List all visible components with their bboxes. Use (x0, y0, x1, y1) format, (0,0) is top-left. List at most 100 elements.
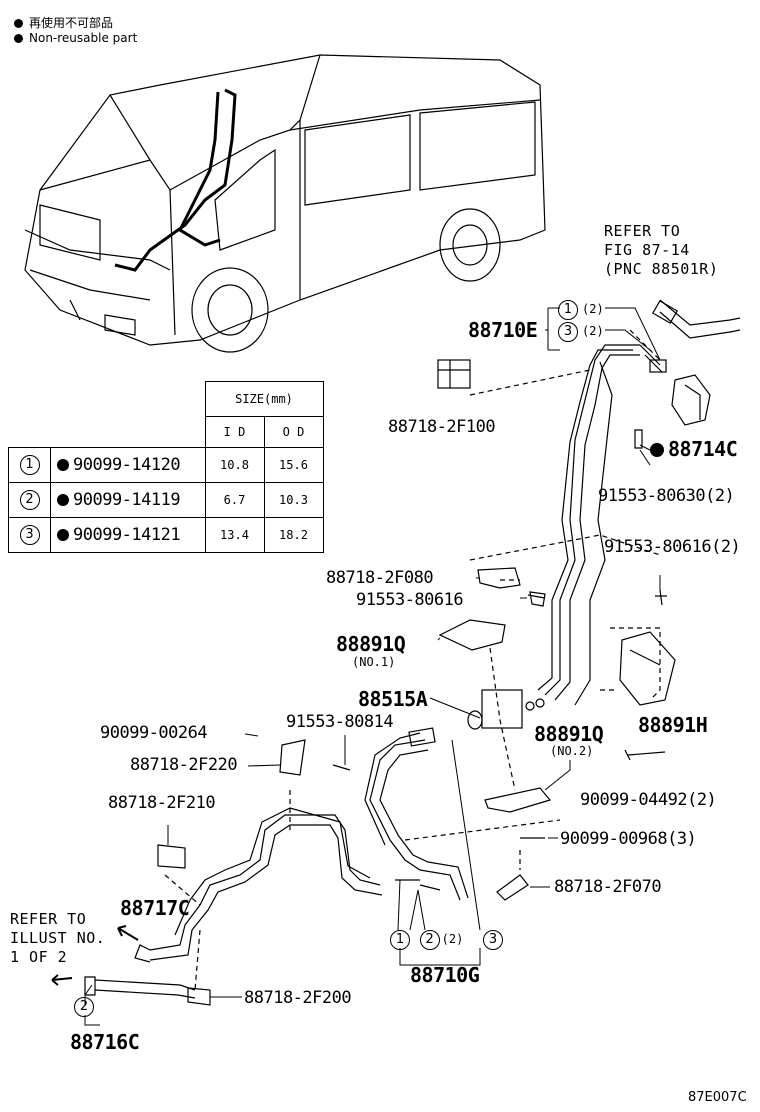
label-88891Q-no1: 88891Q (336, 632, 406, 656)
part-number: 90099-14119 (73, 490, 181, 510)
clip-88718-2F070-shape (496, 874, 529, 901)
label-88710G: 88710G (410, 963, 480, 987)
dashed-leaders (164, 329, 661, 991)
col-id-header: I D (204, 416, 265, 448)
id-value: 13.4 (204, 517, 265, 553)
label-90099-00968: 90099-00968(3) (560, 829, 697, 849)
tube-88710E (537, 344, 667, 706)
label-88891Q-no1-sub: (NO.1) (352, 655, 396, 669)
bolt-91553-80616-shape (527, 591, 546, 607)
illustration-code: 87E007C (688, 1090, 747, 1105)
van-illustration (24, 54, 546, 353)
clamp-88718-2F210-shape (157, 844, 186, 869)
non-reusable-dot-icon (14, 34, 23, 43)
size-table: SIZE(mm) I D O D 1 90099-14120 10.8 15.6… (8, 381, 324, 553)
refer-top: REFER TO FIG 87-14 (PNC 88501R) (604, 222, 718, 279)
ref-circle: 3 (558, 322, 578, 342)
refer-top-line3: (PNC 88501R) (604, 260, 719, 278)
legend-jp-text: 再使用不可部品 (29, 16, 114, 30)
label-91553-80616: 91553-80616 (356, 590, 464, 610)
od-value: 18.2 (263, 517, 324, 553)
bolt-91553-80616-2-shape (655, 589, 667, 606)
ref-circle: 1 (390, 930, 410, 950)
label-88515A: 88515A (358, 687, 428, 711)
non-reusable-dot-icon (650, 443, 664, 457)
table-row: 3 90099-14121 13.4 18.2 (8, 517, 324, 553)
arrow-refer-2 (51, 974, 73, 986)
label-88718-2F100: 88718-2F100 (388, 417, 496, 437)
label-88714C: 88714C (650, 437, 738, 461)
legend-en: Non-reusable part (14, 31, 137, 45)
label-88710E: 88710E (468, 318, 538, 342)
leader-lines (84, 307, 661, 1026)
part-88714C-shape (634, 374, 711, 449)
refer-top-line1: REFER TO (604, 222, 681, 240)
size-header: SIZE(mm) (204, 381, 324, 417)
clamp-88718-2F200-shape (187, 987, 211, 1006)
ref-circle: 1 (558, 300, 578, 320)
qty-label: (2) (441, 932, 464, 946)
col-od-header: O D (263, 416, 324, 448)
connector-top (652, 300, 678, 324)
clamp-88718-2F220-shape (279, 739, 306, 776)
label-91553-80630: 91553-80630(2) (598, 486, 735, 506)
ref-88710E-1: 1 (2) (558, 298, 604, 320)
ref-88710G: 1 2(2) 3 (390, 928, 503, 950)
bolt-91553-80814-shape (332, 764, 351, 771)
ref-circle: 3 (482, 930, 503, 950)
tube-88717C (134, 807, 383, 963)
cover-88891H-shape (619, 631, 676, 706)
qty-label: (2) (582, 324, 604, 338)
refer-left-line1: REFER TO (10, 910, 87, 928)
ref-circle: 1 (19, 455, 40, 475)
table-row: 1 90099-14120 10.8 15.6 (8, 447, 324, 483)
refer-left-line3: 1 OF 2 (10, 948, 68, 966)
refer-top-line2: FIG 87-14 (604, 241, 690, 259)
legend-en-text: Non-reusable part (29, 31, 138, 45)
ref-circle: 3 (19, 525, 40, 545)
id-value: 10.8 (204, 447, 265, 483)
part-number: 90099-14121 (73, 525, 181, 545)
refer-left-line2: ILLUST NO. (10, 929, 106, 947)
ref-88710E-3: 3 (2) (558, 320, 604, 342)
bracket-88718-2F080-shape (477, 567, 521, 589)
valve-88515A-shape (467, 689, 545, 730)
non-reusable-dot-icon (57, 459, 69, 471)
label-90099-00264: 90099-00264 (100, 723, 208, 743)
id-value: 6.7 (204, 482, 265, 518)
ref-circle: 2 (19, 490, 40, 510)
non-reusable-dot-icon (57, 529, 69, 541)
label-90099-04492: 90099-04492(2) (580, 790, 717, 810)
ref-88716C: 2 (74, 995, 94, 1017)
label-91553-80814: 91553-80814 (286, 712, 394, 732)
label-88891Q-no2-sub: (NO.2) (550, 744, 594, 758)
cover-88891Q-no2-shape (484, 787, 552, 813)
od-value: 15.6 (263, 447, 324, 483)
cover-88891Q-no1-shape (438, 619, 506, 651)
tube-88710G (364, 727, 469, 901)
label-88718-2F070: 88718-2F070 (554, 877, 662, 897)
label-88714C-text: 88714C (668, 437, 738, 461)
table-row: 2 90099-14119 6.7 10.3 (8, 482, 324, 518)
arrow-refer-1 (117, 925, 139, 941)
label-88718-2F200: 88718-2F200 (244, 988, 352, 1008)
legend-jp: 再使用不可部品 (14, 14, 113, 31)
non-reusable-dot-icon (14, 19, 23, 28)
label-88891H: 88891H (638, 713, 708, 737)
clamp-88718-2F100-shape (437, 359, 471, 389)
qty-label: (2) (582, 302, 604, 316)
tube-refer-top (659, 299, 741, 339)
non-reusable-dot-icon (57, 494, 69, 506)
ref-circle: 2 (74, 997, 94, 1017)
label-88718-2F220: 88718-2F220 (130, 755, 238, 775)
label-88718-2F210: 88718-2F210 (108, 793, 216, 813)
tube-88716C (84, 976, 196, 999)
bolt-90099-04492-shape (624, 749, 666, 761)
label-88716C: 88716C (70, 1030, 140, 1054)
label-88717C: 88717C (120, 896, 190, 920)
part-number: 90099-14120 (73, 455, 181, 475)
label-91553-80616-2: 91553-80616(2) (604, 537, 741, 557)
od-value: 10.3 (263, 482, 324, 518)
label-88891Q-no2: 88891Q (534, 722, 604, 746)
